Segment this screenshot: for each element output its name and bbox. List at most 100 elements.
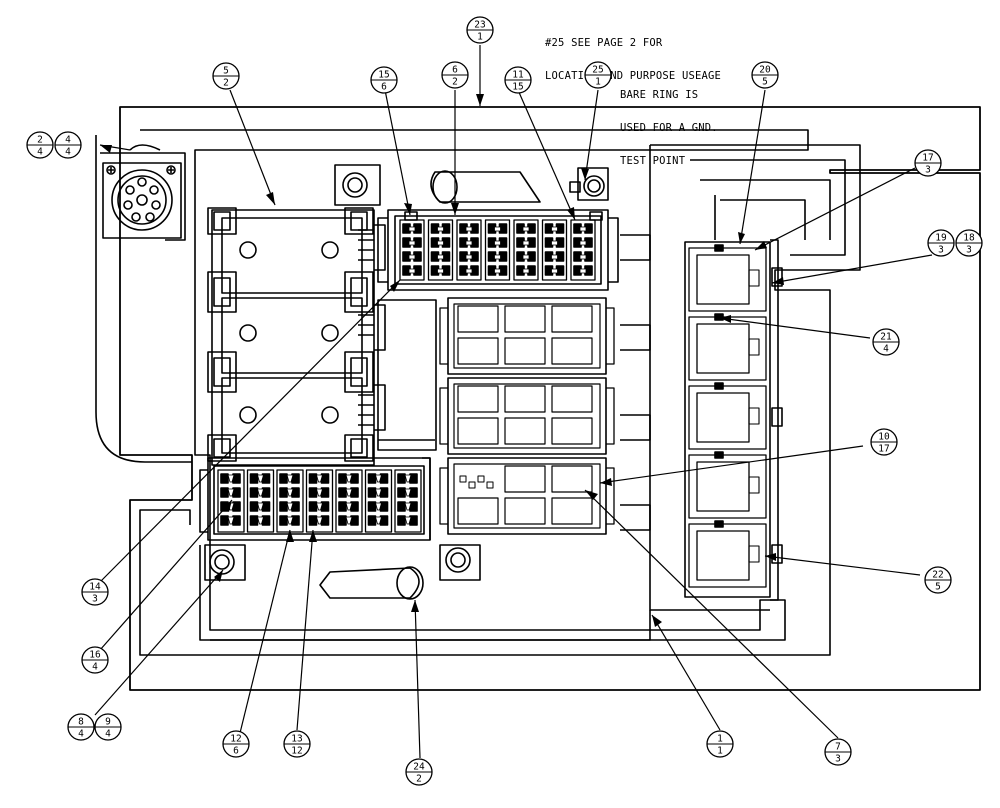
fuse-slot bbox=[494, 226, 501, 232]
bare-ring-note-line2: USED FOR A GND. bbox=[620, 122, 718, 134]
balloon-18: 183 bbox=[955, 229, 983, 257]
right-step-3 bbox=[700, 179, 831, 240]
relay-socket bbox=[504, 337, 546, 365]
balloon-quantity: 3 bbox=[966, 245, 972, 256]
fuse-slot bbox=[227, 516, 235, 525]
relay-module bbox=[688, 520, 767, 588]
fuse-slot bbox=[316, 516, 323, 525]
balloon-14: 143 bbox=[81, 578, 109, 606]
fuse-slot bbox=[257, 488, 264, 497]
left-relay-block bbox=[207, 207, 437, 466]
relay-socket bbox=[551, 417, 593, 445]
fuse-slot bbox=[408, 226, 416, 232]
balloon-item-number: 16 bbox=[89, 650, 101, 661]
mounting-boss-bottom-mid bbox=[439, 544, 481, 581]
fuse-slot bbox=[579, 254, 587, 260]
fuse-cavity bbox=[335, 469, 363, 533]
fuse-slot bbox=[257, 502, 264, 511]
right-notches bbox=[620, 234, 651, 531]
fuse-cavity bbox=[399, 219, 425, 281]
fuse-terminal bbox=[338, 515, 347, 526]
connector-arc bbox=[129, 144, 161, 151]
balloon-quantity: 2 bbox=[223, 78, 229, 89]
fuse-slot bbox=[465, 240, 473, 246]
fuse-terminal bbox=[397, 473, 406, 484]
relay-socket bbox=[457, 417, 499, 445]
bare-ring-note: BARE RING IS USED FOR A GND. TEST POINT bbox=[620, 68, 718, 178]
fuse-slot bbox=[494, 240, 501, 246]
fuse-slot bbox=[408, 240, 416, 246]
balloon-item-number: 12 bbox=[230, 734, 241, 745]
fuse-slot bbox=[286, 488, 294, 497]
fuse-cavity bbox=[305, 469, 334, 533]
balloon-quantity: 4 bbox=[92, 662, 98, 673]
right-stepped-contour bbox=[139, 144, 861, 656]
balloon-15: 156 bbox=[370, 66, 398, 94]
fuse-terminal bbox=[308, 473, 318, 484]
balloon-quantity: 4 bbox=[78, 729, 84, 740]
balloon-quantity: 12 bbox=[291, 746, 302, 757]
relay-socket bbox=[457, 305, 499, 333]
balloon-item-number: 24 bbox=[413, 762, 425, 773]
balloon-12: 126 bbox=[222, 730, 250, 758]
lower-plate bbox=[199, 545, 651, 641]
fuse-cavity bbox=[513, 219, 539, 281]
relay-socket bbox=[504, 385, 546, 413]
fuse-terminal bbox=[249, 501, 259, 512]
balloon-24: 242 bbox=[405, 758, 433, 786]
fuse-slot bbox=[404, 516, 412, 525]
top-fuse-cells bbox=[399, 219, 596, 281]
balloon-6: 62 bbox=[441, 61, 469, 89]
relay-row bbox=[439, 457, 615, 535]
balloon-item-number: 10 bbox=[878, 432, 890, 443]
balloon-item-number: 22 bbox=[932, 570, 943, 581]
balloon-item-number: 8 bbox=[78, 717, 84, 728]
fuse-slot bbox=[375, 502, 382, 511]
bare-ring-note-line3: TEST POINT bbox=[620, 155, 686, 167]
fuse-terminal bbox=[308, 515, 318, 526]
relay-socket bbox=[551, 465, 593, 493]
fuse-terminal bbox=[220, 515, 229, 526]
fuse-slot bbox=[522, 254, 530, 260]
balloon-23: 231 bbox=[466, 16, 494, 44]
right-step-2 bbox=[690, 159, 846, 256]
fuse-slot bbox=[465, 226, 473, 232]
balloon-item-number: 18 bbox=[963, 233, 975, 244]
panel-plate-left bbox=[95, 135, 192, 463]
fuse-cavity bbox=[217, 469, 245, 533]
balloon-4: 44 bbox=[54, 131, 82, 159]
relay-socket bbox=[504, 465, 546, 493]
fuse-slot bbox=[437, 268, 444, 274]
fuse-terminal bbox=[220, 487, 229, 498]
fuse-cavity bbox=[570, 219, 596, 281]
fuse-terminal bbox=[397, 515, 406, 526]
balloon-17: 173 bbox=[914, 149, 942, 177]
fuse-slot bbox=[404, 502, 412, 511]
fuse-terminal bbox=[308, 487, 318, 498]
relay-socket bbox=[551, 337, 593, 365]
fuse-terminal bbox=[279, 515, 288, 526]
relay-module bbox=[688, 313, 767, 381]
fuse-slot bbox=[551, 240, 558, 246]
balloon-1: 11 bbox=[706, 730, 734, 758]
relay-socket bbox=[551, 497, 593, 525]
fuse-slot bbox=[404, 474, 412, 483]
balloon-quantity: 2 bbox=[416, 774, 422, 785]
top-fuse-block bbox=[377, 209, 619, 291]
relay-socket bbox=[504, 417, 546, 445]
fuse-slot bbox=[408, 268, 416, 274]
fuse-slot bbox=[437, 254, 444, 260]
page2-note-line2: LOCATION AND PURPOSE USEAGE bbox=[545, 70, 722, 82]
relay-row bbox=[439, 377, 615, 455]
fuse-slot bbox=[375, 474, 382, 483]
relay-socket bbox=[551, 305, 593, 333]
fuse-slot bbox=[579, 240, 587, 246]
fuse-terminal bbox=[279, 487, 288, 498]
fuse-terminal bbox=[367, 501, 377, 512]
fuse-slot bbox=[227, 488, 235, 497]
balloon-25: 251 bbox=[584, 61, 612, 89]
balloon-item-number: 11 bbox=[512, 70, 524, 81]
fuse-terminal bbox=[249, 515, 259, 526]
